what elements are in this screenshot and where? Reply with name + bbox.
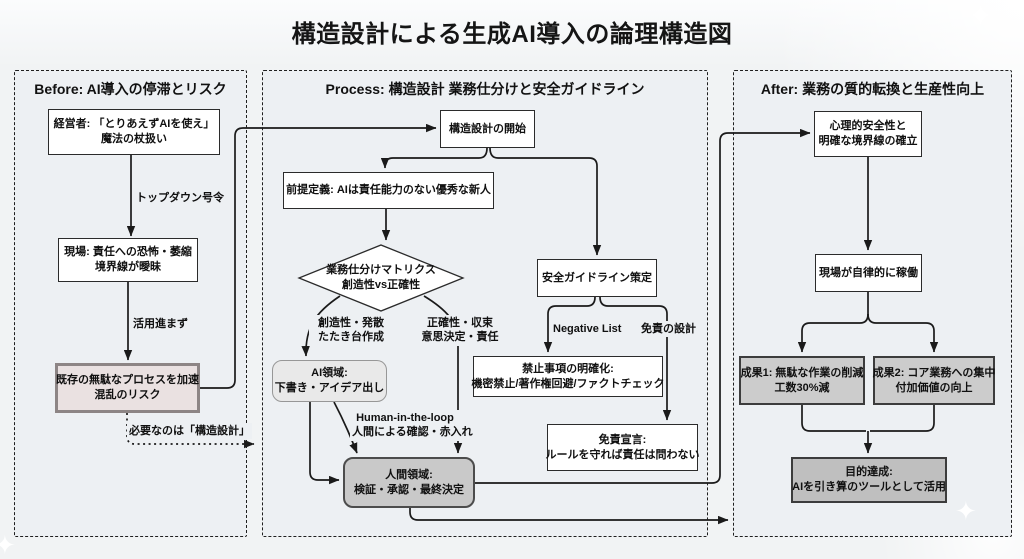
edge-to-result2 bbox=[867, 313, 939, 353]
edge-legacy-to-designstart bbox=[200, 123, 437, 389]
edge-guideline-to-disclaimer bbox=[599, 296, 672, 421]
node-ai-domain: AI領域: 下書き・アイデア出し bbox=[272, 360, 387, 402]
edge-label-accuracy: 正確性・収束 意思決定・責任 bbox=[417, 315, 503, 346]
edge-human-to-psych bbox=[475, 128, 811, 484]
edge-to-result1 bbox=[797, 313, 869, 353]
node-matrix: 業務仕分けマトリクス 創造性vs正確性 bbox=[326, 264, 436, 291]
panel-before-title: Before: AI導入の停滞とリスク bbox=[34, 81, 227, 97]
page-title: 構造設計による生成AI導入の論理構造図 bbox=[291, 21, 733, 48]
node-field-fear: 現場: 責任への恐怖・萎縮 境界線が曖昧 bbox=[58, 238, 198, 282]
edge-label-disclaimer-design: 免責の設計 bbox=[639, 321, 698, 338]
node-result2: 成果2: コア業務への集中 付加価値の向上 bbox=[873, 356, 995, 405]
node-psych-safety: 心理的安全性と 明確な境界線の確立 bbox=[814, 111, 922, 157]
edge-label-no-adoption: 活用進まず bbox=[131, 316, 190, 333]
panel-process-title: Process: 構造設計 業務仕分けと安全ガイドライン bbox=[325, 81, 645, 97]
node-disclaimer: 免責宣言: ルールを守れば責任は問わない bbox=[546, 424, 700, 471]
edge-start-to-guideline bbox=[489, 147, 602, 256]
node-autonomous: 現場が自律的に稼働 bbox=[815, 254, 922, 292]
node-prohibition: 禁止事項の明確化: 機密禁止/著作権回避/ファクトチェック bbox=[471, 356, 665, 397]
edge-label-need-design: 必要なのは「構造設計」 bbox=[127, 423, 252, 440]
edge-human-to-after bbox=[409, 508, 729, 525]
node-executive: 経営者: 「とりあえずAIを使え」 魔法の杖扱い bbox=[48, 109, 220, 155]
node-guideline: 安全ガイドライン策定 bbox=[537, 259, 657, 297]
edge-label-negative-list: Negative List bbox=[551, 321, 624, 338]
edge-label-creative: 創造性・発散 たたき台作成 bbox=[309, 315, 393, 346]
edge-ai-to-human-hitl bbox=[333, 401, 358, 454]
panel-after-title: After: 業務の質的転換と生産性向上 bbox=[760, 81, 985, 97]
edge-start-to-premise bbox=[380, 147, 488, 169]
node-human-domain: 人間領域: 検証・承認・最終決定 bbox=[343, 457, 475, 508]
matrix-diamond-shape bbox=[297, 244, 465, 312]
node-goal: 目的達成: AIを引き算のツールとして活用 bbox=[791, 457, 947, 503]
node-premise: 前提定義: AIは責任能力のない優秀な新人 bbox=[283, 172, 494, 209]
edge-label-top-down: トップダウン号令 bbox=[134, 190, 226, 207]
node-design-start: 構造設計の開始 bbox=[440, 110, 535, 148]
edge-ai-to-human bbox=[309, 402, 340, 485]
edge-label-hitl: Human-in-the-loop 人間による確認・赤入れ bbox=[350, 410, 473, 441]
edge-result1-merge bbox=[801, 405, 866, 432]
node-legacy-risk: 既存の無駄なプロセスを加速 混乱のリスク bbox=[55, 363, 200, 413]
edge-result2-merge bbox=[870, 405, 935, 432]
node-result1: 成果1: 無駄な作業の削減 工数30%減 bbox=[739, 356, 865, 405]
edge-guideline-to-prohibition bbox=[543, 296, 596, 353]
